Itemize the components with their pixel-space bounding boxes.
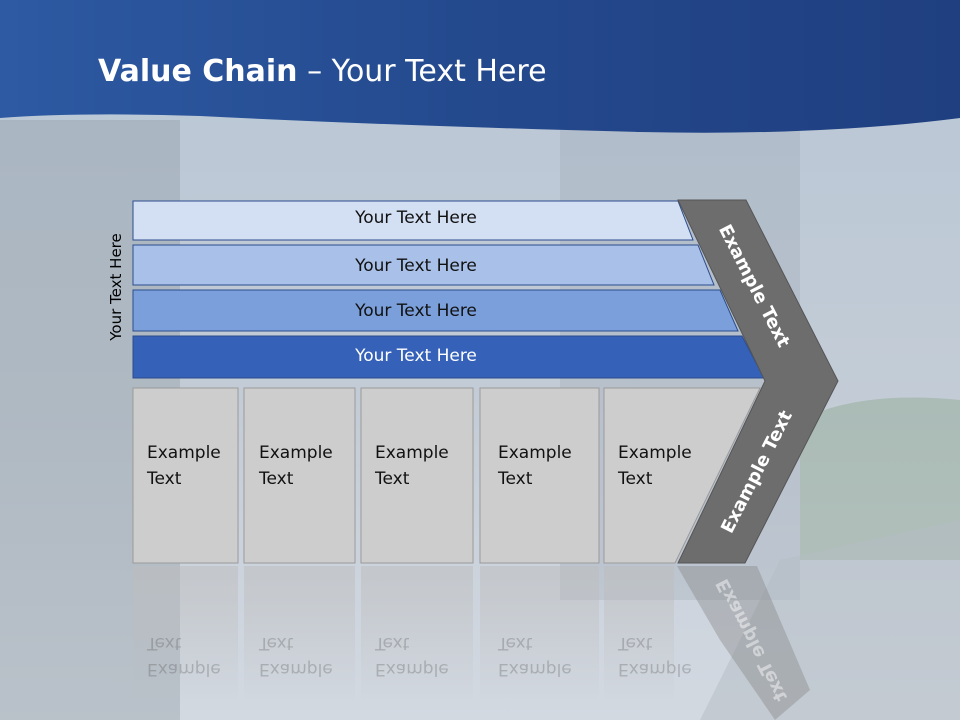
box-text-4: Example Text	[498, 440, 572, 492]
reflection-text-5: Example Text	[618, 630, 692, 682]
activity-box-4	[479, 387, 600, 564]
box-text-2-line1: Example	[259, 443, 333, 463]
row-bar-2	[132, 244, 715, 286]
row-bar-3	[132, 289, 739, 332]
box-text-3-line1: Example	[375, 443, 449, 463]
activity-box-5	[603, 387, 761, 564]
reflection-text-2-line2: Text	[259, 633, 294, 653]
title-rest: – Your Text Here	[307, 54, 547, 89]
reflection-text-5-line1: Example	[618, 659, 692, 679]
activity-box-2	[243, 387, 356, 564]
reflection-text-3-line1: Example	[375, 659, 449, 679]
reflection-text-2-line1: Example	[259, 659, 333, 679]
activity-box-1	[132, 387, 239, 564]
reflection-box-3	[361, 566, 473, 706]
box-text-2: Example Text	[259, 440, 333, 492]
box-text-4-line2: Text	[498, 469, 533, 489]
reflection-text-2: Example Text	[259, 630, 333, 682]
reflection-box-4	[480, 566, 599, 706]
box-text-2-line2: Text	[259, 469, 294, 489]
box-text-5: Example Text	[618, 440, 692, 492]
box-text-1-line2: Text	[147, 469, 182, 489]
row-label-2: Your Text Here	[355, 256, 477, 276]
row-label-3: Your Text Here	[355, 301, 477, 321]
box-text-3-line2: Text	[375, 469, 410, 489]
box-text-4-line1: Example	[498, 443, 572, 463]
bg-road-shape	[700, 520, 960, 720]
box-text-3: Example Text	[375, 440, 449, 492]
box-text-1: Example Text	[147, 440, 221, 492]
reflection-text-4-line1: Example	[498, 659, 572, 679]
row-bar-1	[132, 200, 694, 241]
reflection-box-5	[604, 566, 674, 706]
reflection-text-1-line1: Example	[147, 659, 221, 679]
reflection-text-1: Example Text	[147, 630, 221, 682]
bg-trees-shape	[800, 397, 960, 560]
reflection-text-3: Example Text	[375, 630, 449, 682]
row-label-1: Your Text Here	[355, 208, 477, 228]
row-label-4: Your Text Here	[355, 346, 477, 366]
box-text-1-line1: Example	[147, 443, 221, 463]
box-text-5-line2: Text	[618, 469, 653, 489]
reflection-text-4: Example Text	[498, 630, 572, 682]
reflection-box-1	[133, 566, 238, 706]
page-title: Value Chain – Your Text Here	[98, 54, 547, 89]
reflection-box-2	[244, 566, 355, 706]
reflection-text-3-line2: Text	[375, 633, 410, 653]
header-band	[0, 0, 960, 133]
activity-box-3	[360, 387, 474, 564]
reflection-text-4-line2: Text	[498, 633, 533, 653]
box-text-5-line1: Example	[618, 443, 692, 463]
chevron-arrow	[677, 199, 839, 564]
title-bold: Value Chain	[98, 54, 298, 89]
reflection-text-5-line2: Text	[618, 633, 653, 653]
reflection-chevron	[677, 566, 810, 720]
reflection-text-1-line2: Text	[147, 633, 182, 653]
